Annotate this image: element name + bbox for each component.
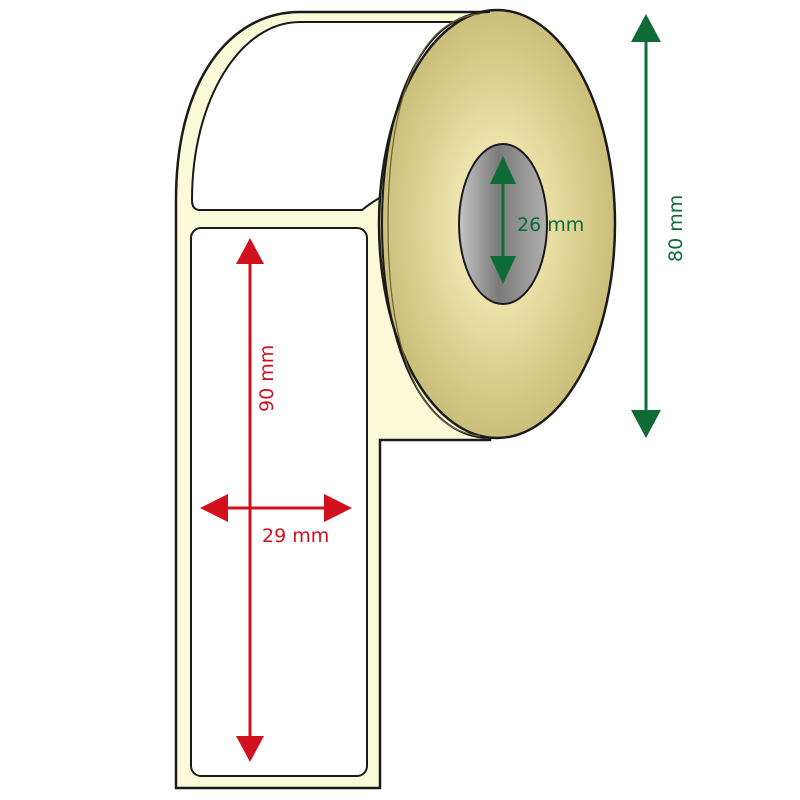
label-height-arrow-bottom bbox=[236, 736, 264, 762]
roll-diameter-dimension: 80 mm bbox=[631, 14, 687, 438]
roll-diameter-arrow-top bbox=[631, 14, 661, 42]
label-width-dimension: 29 mm bbox=[200, 494, 352, 547]
label-height-text: 90 mm bbox=[256, 345, 278, 412]
hanging-label bbox=[190, 227, 368, 777]
core-diameter-dimension: 26 mm bbox=[490, 156, 584, 284]
core-diameter-arrow-top bbox=[490, 156, 516, 184]
label-height-arrow-top bbox=[236, 238, 264, 264]
core-diameter-arrow-bottom bbox=[490, 256, 516, 284]
core-diameter-text: 26 mm bbox=[517, 214, 584, 236]
roll-diameter-text: 80 mm bbox=[665, 195, 687, 262]
label-width-arrow-right bbox=[324, 494, 352, 522]
roll-edge-inner bbox=[387, 13, 481, 437]
label-height-dimension: 90 mm bbox=[236, 238, 278, 762]
label-width-arrow-left bbox=[200, 494, 228, 522]
label-width-text: 29 mm bbox=[262, 525, 329, 547]
roll-diameter-arrow-bottom bbox=[631, 410, 661, 438]
